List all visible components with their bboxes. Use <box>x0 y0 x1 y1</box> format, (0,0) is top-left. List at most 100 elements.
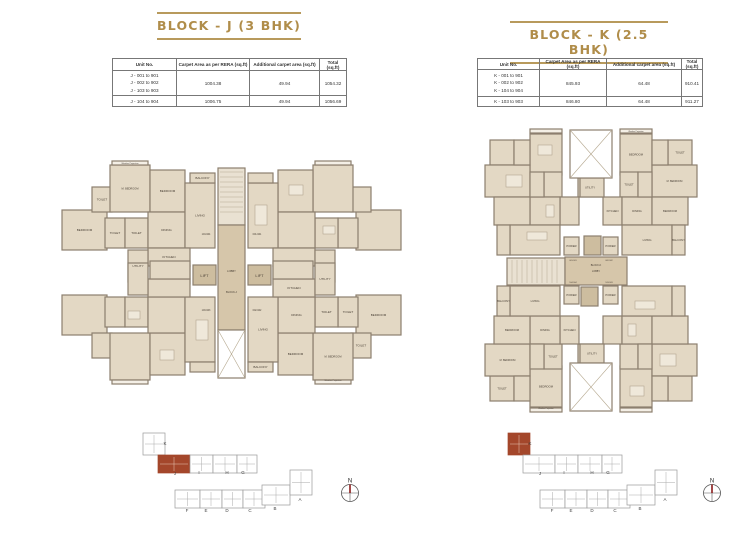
power <box>602 236 619 256</box>
room-label: 002-902 <box>253 309 262 312</box>
block-letter: G <box>606 470 610 475</box>
room-label: BEDROOM <box>160 189 176 193</box>
title-rule <box>510 21 668 23</box>
room-label: LIFT <box>255 273 264 278</box>
north-label: N <box>348 479 352 485</box>
room-label: 001-901 <box>253 233 262 236</box>
block-letter: C <box>613 508 617 513</box>
title-rule <box>157 12 301 14</box>
key-plan-building <box>539 489 566 509</box>
block-letter: B <box>638 506 641 511</box>
lobby <box>564 256 628 286</box>
room-label: BEDROOM <box>77 228 93 232</box>
room-label: BEDROOM <box>539 385 554 389</box>
block-j-area-table: Unit No. Carpet Area as per RERA (sq.ft)… <box>112 58 347 107</box>
key-plan-building <box>157 454 191 474</box>
furniture <box>629 385 645 397</box>
master-bedroom <box>109 332 151 381</box>
table-row: K - 103 to 903 846.80 64.48 911.27 <box>477 96 703 107</box>
room-label: LIVING <box>643 238 652 242</box>
block-letter: E <box>569 508 572 513</box>
block-letter: A <box>298 497 301 502</box>
bedroom <box>355 294 402 336</box>
bedroom <box>493 196 531 226</box>
block-j-title: BLOCK - J (3 BHK) <box>157 12 301 40</box>
room-label: LIVING <box>195 214 206 218</box>
lift-top <box>583 235 602 256</box>
room-label: 104-904 <box>202 233 211 236</box>
dining <box>529 315 561 345</box>
total-cell: 911.27 <box>681 96 703 107</box>
total-cell: 1054.32 <box>319 70 347 96</box>
total-cell: 1056.69 <box>319 95 347 107</box>
balcony <box>671 285 686 317</box>
key-plan-building <box>554 454 579 474</box>
utility <box>314 262 336 296</box>
room-label: TOILET <box>356 344 367 348</box>
key-plan-building <box>626 484 656 506</box>
block-k-title-text: BLOCK - K (2.5 BHK) <box>529 27 649 57</box>
room-label: BLOCK-J <box>226 290 238 294</box>
apartment-unit <box>484 285 605 413</box>
room-label: M. BEDROOM <box>324 355 341 359</box>
key-plan-building <box>289 469 313 496</box>
room-label: BEDROOM <box>663 209 678 213</box>
furniture <box>127 310 141 320</box>
room-label: UTILITY <box>585 186 595 190</box>
weather-projection <box>529 128 563 134</box>
apartment-unit <box>577 285 698 413</box>
unit-cell: J - 001 to 901 J - 002 to 902 J - 103 to… <box>112 70 177 96</box>
unit-range: K - 001 to 901 <box>494 72 523 78</box>
room-label: LOBBY <box>227 269 236 273</box>
key-plan-building <box>189 454 214 474</box>
room-label: TOILET <box>97 198 108 202</box>
balcony <box>247 361 274 373</box>
lift-left <box>192 264 217 286</box>
key-plan-building <box>221 489 244 509</box>
room-label: BEDROOM <box>505 328 520 332</box>
room-label: BALCONY <box>497 299 510 303</box>
key-plan-building <box>142 432 166 456</box>
key-plan-building <box>564 489 588 509</box>
power <box>563 285 580 305</box>
shaft <box>637 343 653 370</box>
furniture <box>195 319 209 341</box>
master-bedroom <box>312 164 354 213</box>
balcony <box>671 224 686 256</box>
power <box>602 285 619 305</box>
bedroom <box>529 365 563 408</box>
furniture <box>537 144 553 156</box>
bedroom <box>651 196 689 226</box>
apartment-unit <box>247 260 402 385</box>
kitchen <box>147 278 191 298</box>
key-plan-building <box>199 489 223 509</box>
toilet <box>337 217 359 249</box>
room-label: 103-903 <box>202 309 211 312</box>
room-label: BEDROOM <box>629 153 644 157</box>
room-label: UTILITY <box>319 277 330 281</box>
additional-area-cell: 64.48 <box>606 69 682 97</box>
room-label: 002-902 <box>605 260 613 262</box>
key-plan-building <box>601 454 623 474</box>
kitchen <box>602 315 623 345</box>
room-label: 001-901 <box>569 260 577 262</box>
block-j-floor-plan <box>61 160 402 385</box>
toilet <box>619 343 639 370</box>
furniture <box>288 184 304 196</box>
block-letter: G <box>241 470 245 475</box>
room-label: POWER <box>605 293 615 297</box>
room-label: TOILET <box>624 183 634 187</box>
void-cross <box>217 329 246 379</box>
key-plan-building <box>174 489 201 509</box>
weather-projection <box>111 160 149 166</box>
furniture <box>322 225 336 235</box>
room-label: M. BEDROOM <box>667 180 683 183</box>
weather-projection <box>111 379 149 385</box>
balcony <box>496 224 511 256</box>
lift-right <box>247 264 272 286</box>
block-k-floor-plan <box>484 128 698 413</box>
master-bedroom <box>651 164 698 198</box>
room-label: POWER <box>605 244 615 248</box>
